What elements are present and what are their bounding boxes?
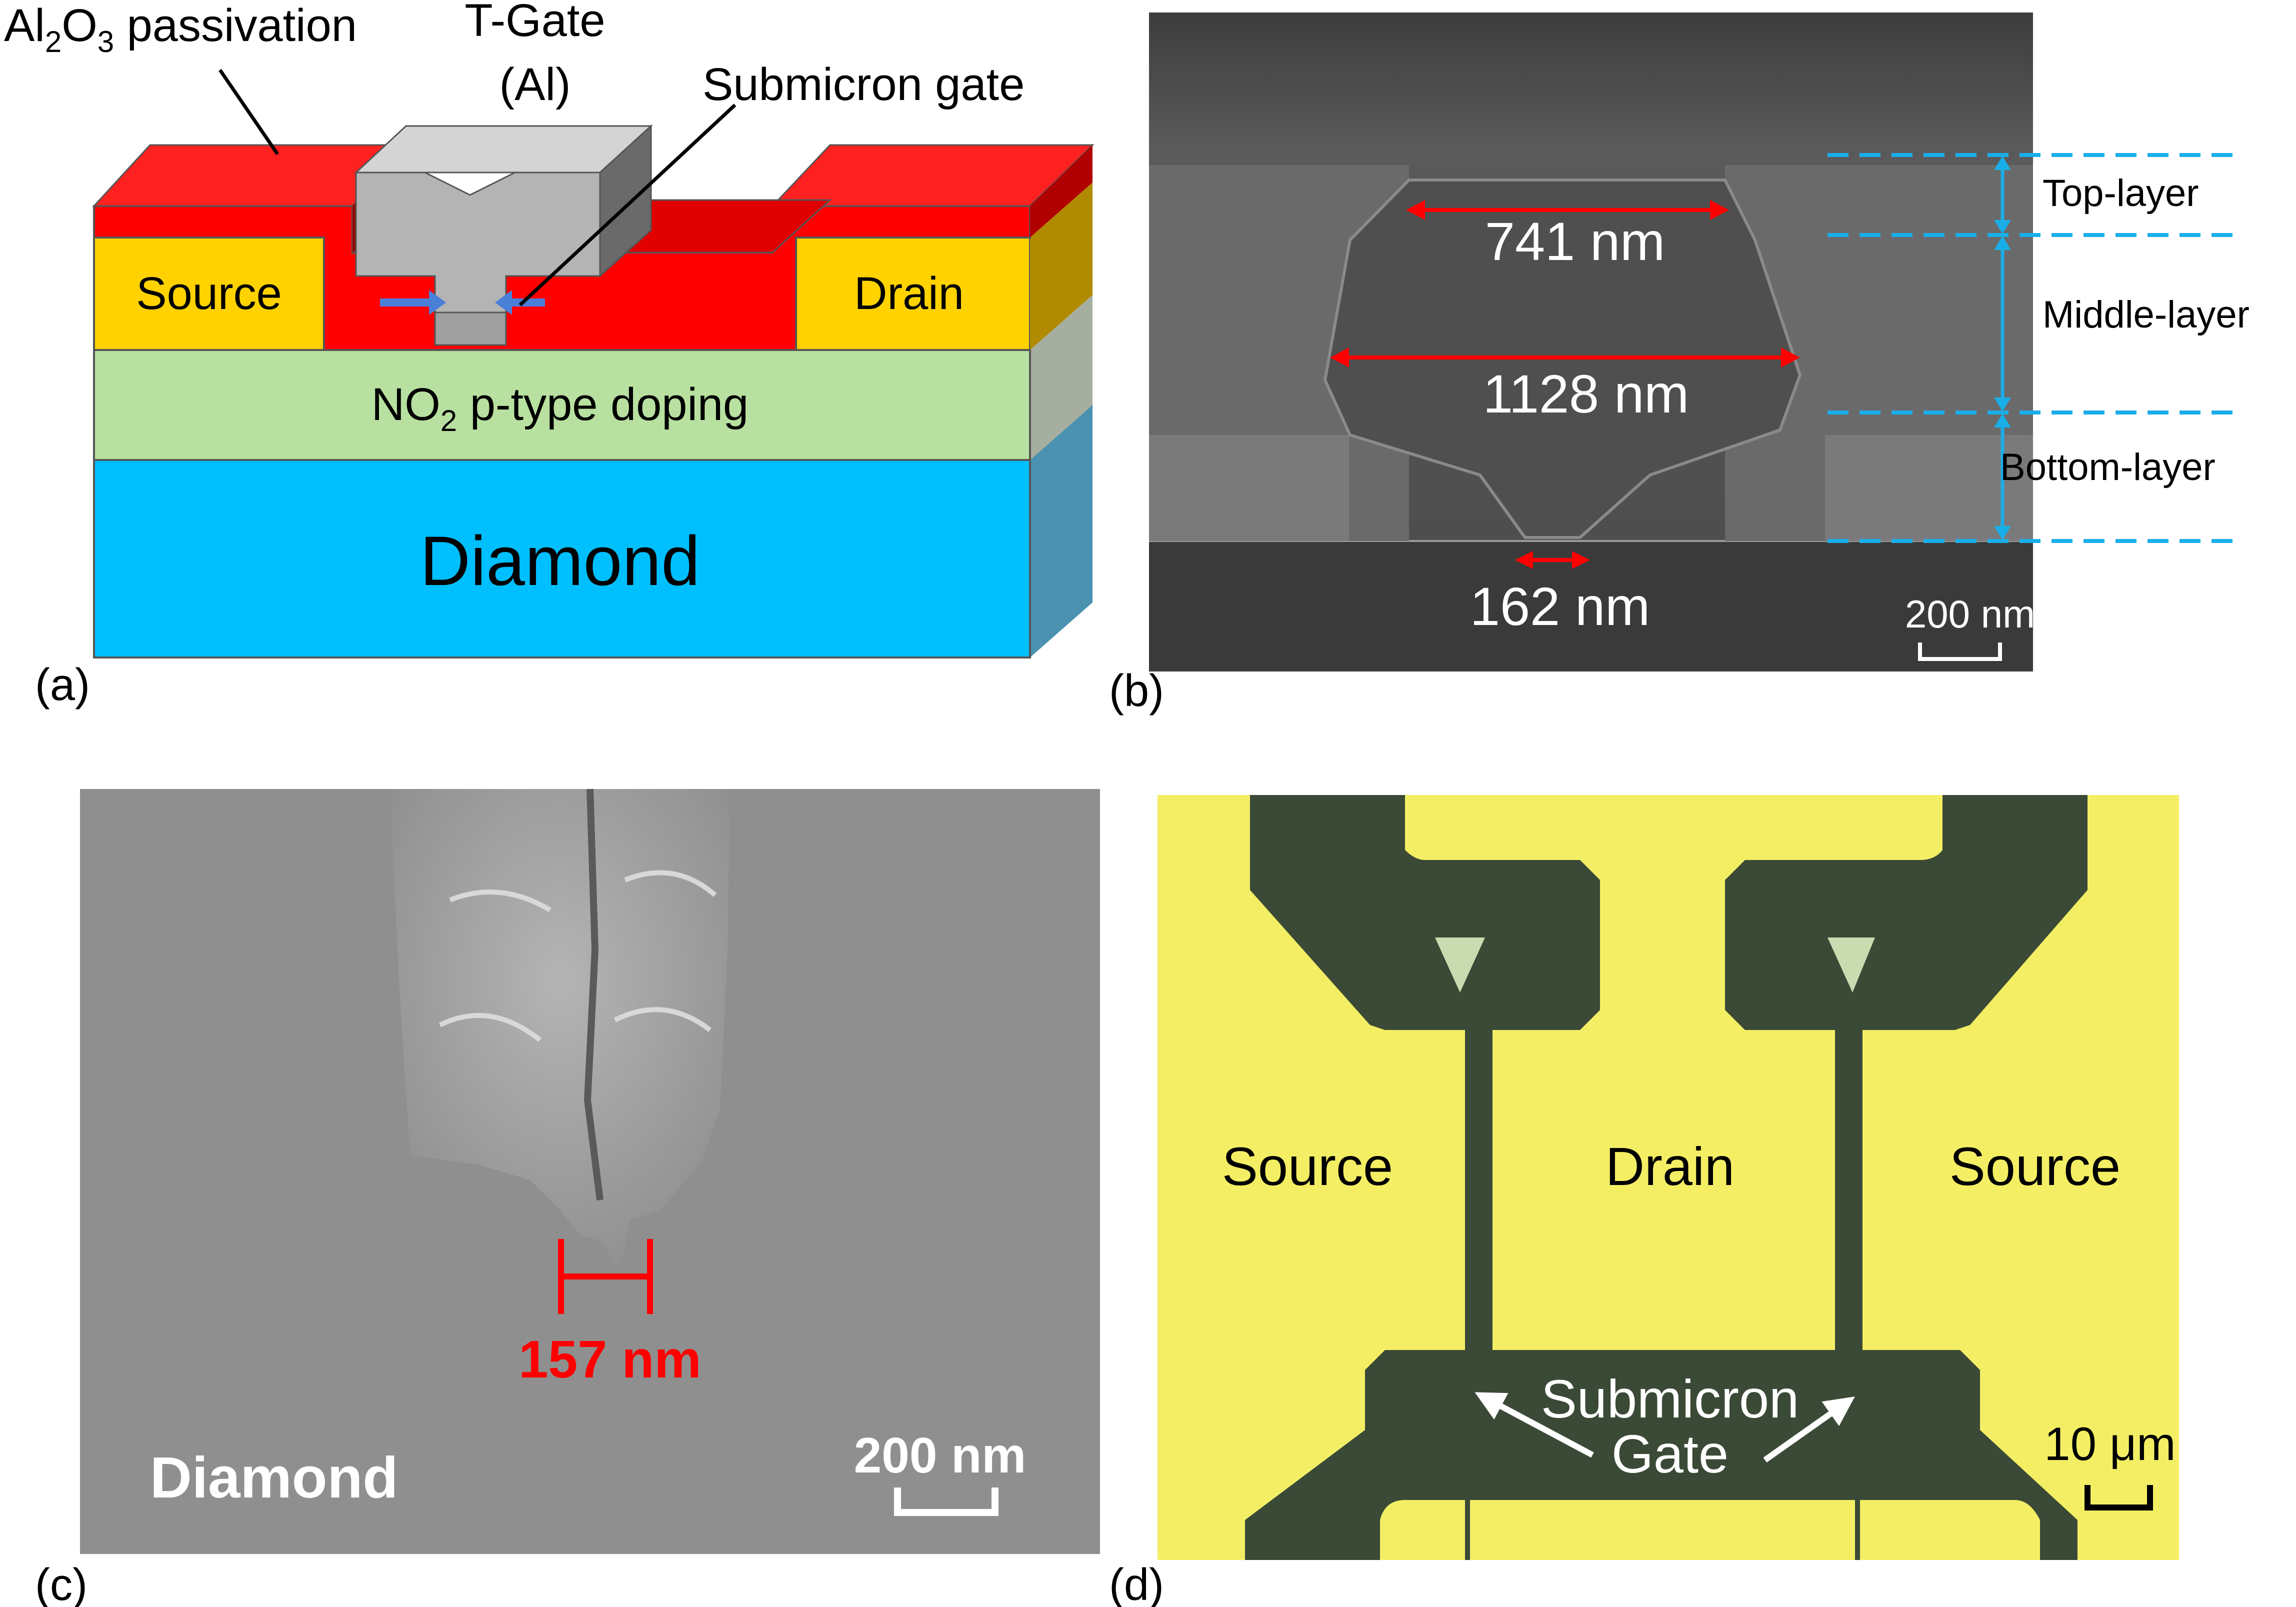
right-probe-triangle xyxy=(1828,938,1875,992)
left-probe-triangle xyxy=(1435,938,1485,992)
doping-front xyxy=(93,349,1031,461)
submicron-gate-label: Submicron gate xyxy=(702,59,1024,110)
scale-label-b: 200 nm xyxy=(1905,592,2035,636)
layer-middle-label: Middle-layer xyxy=(2042,294,2250,336)
gate-structure xyxy=(390,789,730,1270)
gate-length-label: 157 nm xyxy=(518,1330,701,1389)
doping-label: NO2 p-type doping xyxy=(372,379,748,438)
drain-label-d: Drain xyxy=(1606,1136,1734,1196)
drain-label: Drain xyxy=(854,268,964,319)
passivation-label: Al2O3 passivation xyxy=(4,0,357,58)
gate-label-d: Gate xyxy=(1612,1424,1728,1484)
layer-bottom-label: Bottom-layer xyxy=(2000,446,2216,488)
diamond-side xyxy=(1030,405,1092,658)
drain-side xyxy=(1030,182,1092,350)
right-gate-pointer xyxy=(1763,1396,1855,1462)
submicron-gate-leader xyxy=(518,104,736,306)
scale-bar-c xyxy=(894,1488,998,1516)
diamond-label: Diamond xyxy=(420,522,700,600)
passivation-side xyxy=(1030,145,1092,238)
left-gate-pad xyxy=(1250,795,1600,1352)
dim-bottom-label: 162 nm xyxy=(1470,576,1650,636)
scale-label-c: 200 nm xyxy=(854,1428,1026,1484)
panel-b-tag: (b) xyxy=(1109,666,1164,716)
panel-d-tag: (d) xyxy=(1109,1560,1164,1607)
passivation-leader xyxy=(218,69,279,155)
scale-label-d: 10 μm xyxy=(2044,1418,2176,1470)
bottom-gate-bar xyxy=(1245,1350,2078,1560)
dim-top-label: 741 nm xyxy=(1485,211,1665,272)
right-gate-pad xyxy=(1725,795,2088,1352)
source-right-label: Source xyxy=(1950,1136,2120,1196)
source-label: Source xyxy=(136,268,282,319)
dim-middle-label: 1128 nm xyxy=(1483,364,1689,424)
left-gate-pointer xyxy=(1474,1392,1594,1458)
panel-c-tag: (c) xyxy=(35,1560,88,1607)
panel-d: Source Drain Source Submicron Gate 10 μm… xyxy=(1109,795,2179,1607)
tgate-label-line2: (Al) xyxy=(499,59,570,110)
source-left-label: Source xyxy=(1222,1136,1393,1196)
t-gate xyxy=(354,124,653,346)
panel-a: Al2O3 passivation T-Gate (Al) Submicron … xyxy=(4,0,1094,710)
layer-top-label: Top-layer xyxy=(2042,172,2199,214)
submicron-label-d: Submicron xyxy=(1541,1368,1799,1429)
panel-b: 741 nm 1128 nm 162 nm 200 nm Top-layer M… xyxy=(1109,12,2250,716)
diamond-front xyxy=(93,459,1031,658)
tgate-label-line1: T-Gate xyxy=(464,0,605,46)
source-contact xyxy=(93,236,325,351)
diamond-label-c: Diamond xyxy=(150,1445,398,1510)
scale-bar-d xyxy=(2084,1485,2153,1510)
panel-a-tag: (a) xyxy=(35,660,90,710)
panel-c: 157 nm Diamond 200 nm (c) xyxy=(35,788,1100,1607)
scale-bar-b xyxy=(1918,642,2002,661)
